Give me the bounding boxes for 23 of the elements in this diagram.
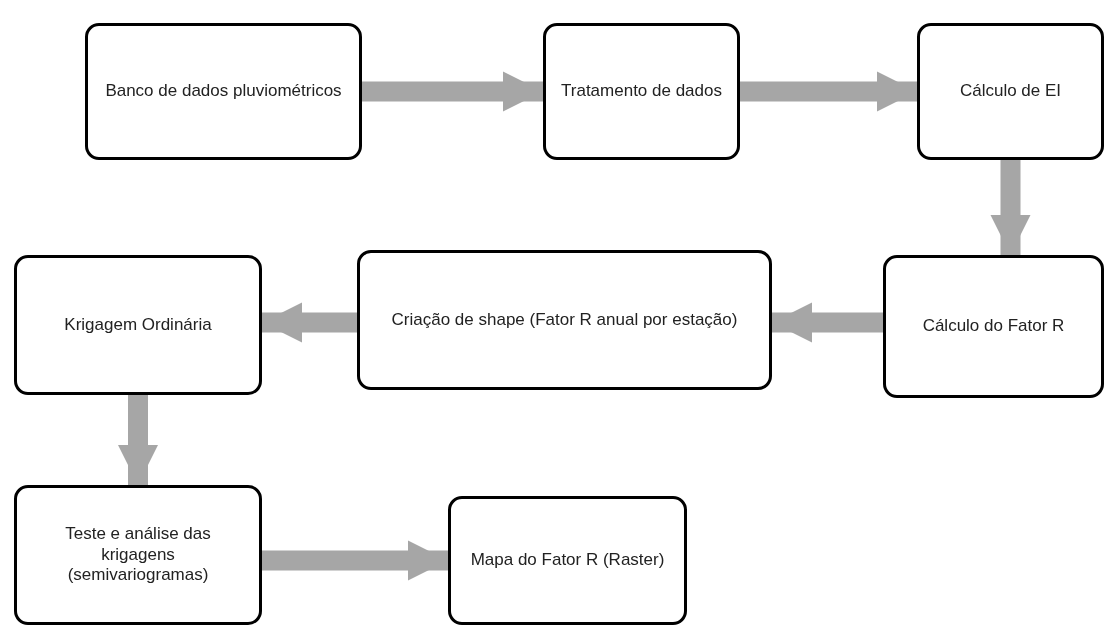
block-arrow — [740, 71, 917, 112]
block-arrow — [262, 540, 448, 581]
block-arrow — [262, 302, 357, 343]
box-label: Tratamento de dados — [561, 81, 722, 102]
process-box — [14, 485, 262, 625]
box-label: Teste e análise das krigagens (semivariogramas) — [64, 524, 212, 586]
box-label: Banco de dados pluviométricos — [105, 81, 342, 102]
process-box — [85, 23, 362, 160]
block-arrow — [118, 395, 158, 485]
block-arrow — [362, 71, 543, 112]
process-box — [917, 23, 1104, 160]
box-label: Cálculo de EI — [959, 81, 1062, 102]
block-arrow — [990, 160, 1031, 255]
process-box — [543, 23, 740, 160]
box-label: Criação de shape (Fator R anual por estação) — [391, 309, 738, 331]
box-label: Mapa do Fator R (Raster) — [470, 550, 665, 571]
process-box — [448, 496, 687, 625]
block-arrow — [772, 302, 883, 343]
process-box — [357, 250, 772, 390]
process-box — [883, 255, 1104, 398]
process-box — [14, 255, 262, 395]
box-label: Cálculo do Fator R — [922, 316, 1065, 337]
box-label: Krigagem Ordinária — [64, 314, 212, 336]
